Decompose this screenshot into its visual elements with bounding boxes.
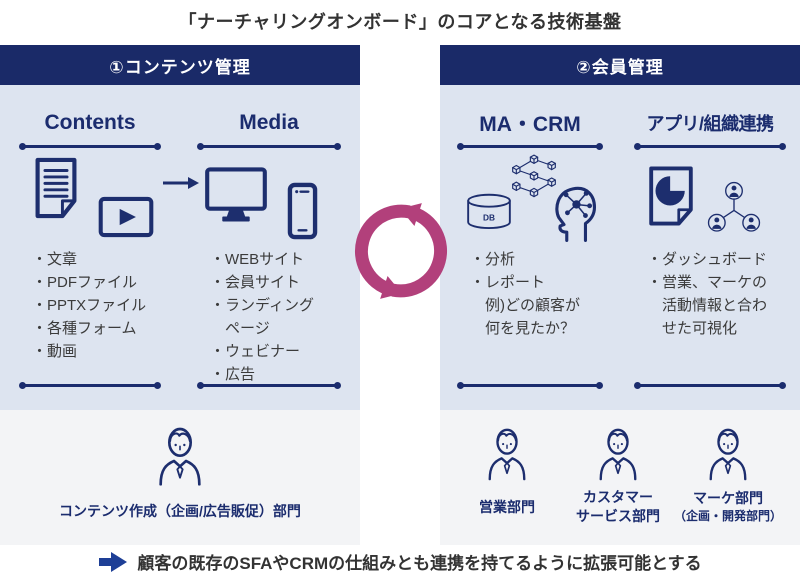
divider-line [634,382,786,388]
list-item: ・会員サイト [210,274,301,291]
divider-line [19,382,161,388]
panel-body: Contents ・文章 ・PDFファイル ・PP [0,85,360,410]
cubes-network-icon [512,154,556,198]
list-item: ページ [225,320,270,337]
list-item: ・PDFファイル [32,274,138,291]
sync-cycle-icon [355,203,447,299]
report-pie-icon [649,166,693,226]
ma-crm-icons: DB [458,150,602,245]
list-item: ・動画 [32,343,78,360]
businessperson-icon [593,423,643,483]
team-label: 営業部門 [479,498,535,515]
smartphone-icon [287,182,318,240]
panel-body: MA・CRM [440,85,800,410]
column-heading: アプリ/組織連携 [646,114,774,134]
list-item: ・PPTXファイル [32,297,147,314]
divider-line [457,382,603,388]
list-item: 例)どの顧客が [485,297,580,314]
team-label: コンテンツ作成（企画/広告販促）部門 [59,502,301,519]
column-heading: Media [239,111,299,134]
monitor-icon [205,167,267,222]
list-item: 活動情報と合わ [662,297,768,314]
panel-footer: コンテンツ作成（企画/広告販促）部門 [0,410,360,545]
column-heading: MA・CRM [479,113,581,136]
media-list: ・WEBサイト ・会員サイト ・ランディング ページ ・ウェビナー ・広告 [210,248,340,386]
db-label: DB [483,212,495,222]
divider-line [197,382,341,388]
list-item: ・広告 [210,366,256,383]
list-item: ・ウェビナー [210,343,301,360]
panel-member-management: ②会員管理 MA・CRM [440,45,800,545]
divider-line [457,143,603,149]
right-arrow-icon [163,177,199,189]
column-app-org: アプリ/組織連携 [634,103,786,388]
list-item: ・WEBサイト [210,251,305,268]
database-icon: DB [467,193,511,230]
divider-line [197,143,341,149]
panel-footer: 営業部門 カスタマー サービス部門 マーケ部門 （企画・開発部門） [440,410,800,545]
list-item: ・レポート [470,274,546,291]
column-contents: Contents ・文章 ・PDFファイル ・PP [19,103,161,388]
app-org-icons [635,150,785,245]
team-marketing: マーケ部門 （企画・開発部門） [662,423,794,526]
contents-list: ・文章 ・PDFファイル ・PPTXファイル ・各種フォーム ・動画 [32,248,160,363]
team-label: マーケ部門 （企画・開発部門） [673,490,782,524]
ma-crm-list: ・分析 ・レポート 例)どの顧客が 何を見たか？ [470,248,602,340]
businessperson-icon [152,423,208,487]
video-player-icon [98,196,154,238]
list-item: せた可視化 [662,320,738,337]
org-network-icon [707,181,761,232]
list-item: ・文章 [32,251,78,268]
contents-icons [20,150,160,245]
panel-content-management: ①コンテンツ管理 Contents [0,45,360,545]
bold-right-arrow-icon [99,551,128,572]
bottom-note: 顧客の既存のSFAやCRMの仕組みとも連携を持てるように拡張可能とする [0,549,800,574]
list-item: ・各種フォーム [32,320,137,337]
column-media: Media ・WEBサイト [197,103,341,388]
panel-header: ②会員管理 [440,45,800,85]
list-item: ・営業、マーケの [647,274,768,291]
list-item: ・ランディング [210,297,314,314]
media-icons [198,150,340,245]
businessperson-icon [482,423,532,483]
team-sales: 営業部門 [447,423,567,526]
note-text: 顧客の既存のSFAやCRMの仕組みとも連携を持てるように拡張可能とする [137,554,702,573]
column-ma-crm: MA・CRM [457,103,603,388]
list-item: 何を見たか？ [485,320,576,337]
column-heading: Contents [44,111,136,134]
team-label: カスタマー サービス部門 [576,489,660,524]
team-customer-service: カスタマー サービス部門 [558,423,678,526]
team-content-creation: コンテンツ作成（企画/広告販促）部門 [0,423,360,530]
document-icon [35,157,77,219]
list-item: ・分析 [470,251,516,268]
head-ai-icon [555,186,597,242]
list-item: ・ダッシュボード [647,251,768,268]
page-title: 「ナーチャリングオンボード」のコアとなる技術基盤 [178,12,622,32]
divider-line [634,143,786,149]
divider-line [19,143,161,149]
app-org-list: ・ダッシュボード ・営業、マーケの 活動情報と合わ せた可視化 [647,248,785,340]
businessperson-icon [703,423,753,483]
panel-header: ①コンテンツ管理 [0,45,360,85]
